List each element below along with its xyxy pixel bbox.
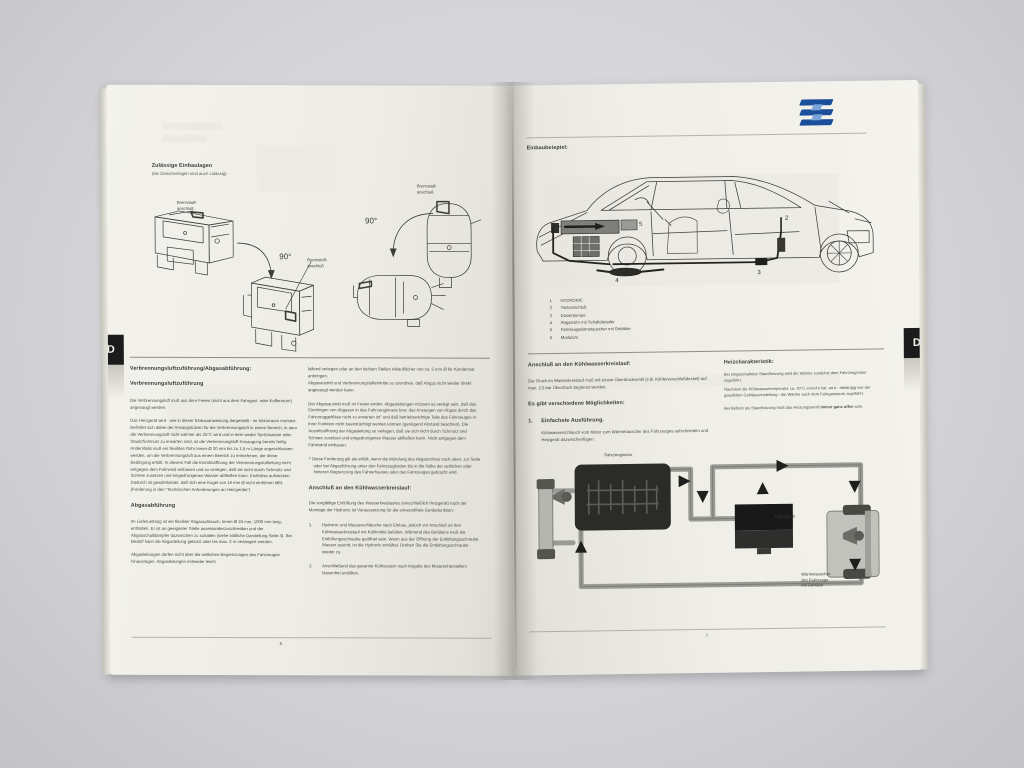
col2-para-1: fallend verlegen oder an den tiefsten St… [307, 366, 475, 379]
svg-text:3: 3 [757, 270, 761, 276]
svg-text:1: 1 [587, 252, 591, 258]
col2-item-2-text: Anschließend das gesamte Kühlsystem nach… [322, 563, 467, 576]
figure-subtitle: (die Zwischenlagen sind auch zulässig) [151, 170, 227, 177]
legend-row: 6 Moduluhr [550, 333, 631, 341]
col1-heading-3: Abgasabführung [130, 502, 176, 509]
vehicle-installation-drawing: 5 2 3 4 1 [529, 160, 880, 295]
fuel-connection-label-2: Brennstoff-anschluß [307, 257, 328, 268]
svg-text:2: 2 [785, 216, 789, 222]
col2-para-4: Die sorgfältige Entlüftung des Wasserkre… [308, 500, 467, 513]
col1-para-2: Das Heizgerät wird - wie in dieser Einba… [130, 418, 297, 493]
col2-para-3: Der Abgasaustritt muß im Freien enden. A… [308, 400, 477, 448]
eberspaecher-logo [799, 99, 834, 129]
fuel-connection-label-3: Brennstoff-anschluß [416, 183, 437, 195]
hydronic-b-label: Hydronic B [774, 513, 795, 519]
col2-item-2-num: 2. [309, 563, 313, 569]
col2-heading-1: Anschluß an den Kühlwasserkreislauf: [308, 485, 412, 492]
page-number-left: 6 [279, 641, 283, 647]
coolant-circuit-schematic [530, 452, 883, 607]
index-tab-d-left[interactable]: D [106, 334, 124, 365]
legend-label: Moduluhr [560, 334, 579, 340]
heating-characteristics-box: Heizcharakteristik: Bei eingeschalteter … [724, 357, 884, 411]
sidebar-para-2: Nachdem die Kühlwassertemperatur ca. 30°… [724, 384, 871, 399]
heater-orientation-drawing: 90° [133, 181, 486, 372]
install-example-caption: Einbaubeispiel: [526, 144, 568, 152]
coolant-para-1: Der Druck im Wasserkreislauf muß mit ein… [527, 375, 707, 391]
col2-footnote: ¹⁾ Diese Forderung gilt als erfüllt, wen… [308, 455, 481, 476]
option-1-title: Einfachste Ausführung. [541, 417, 605, 425]
svg-text:90°: 90° [365, 216, 377, 225]
col2-item-1-text: Hydronic und Wasserschläuche nach Einbau… [321, 522, 479, 555]
options-heading: Es gibt verschiedene Möglichkeiten: [528, 399, 625, 407]
sidebar-para-3-emphasis: immer ganz offen [820, 403, 854, 409]
sidebar-para-3: Bei Betrieb als Standheizung muß das Hei… [724, 403, 884, 411]
legend-label: Fahrzeugwärmetauscher mit Gebläse [560, 326, 631, 333]
col1-para-4: Abgasleitungen dürfen nicht über die sei… [131, 552, 280, 565]
sidebar-para-3-c: sein. [853, 403, 864, 409]
col2-para-2: Abgasaustritt und Verbrennungslufteintri… [308, 379, 472, 392]
page-number-right: 7 [705, 632, 709, 638]
fuel-connection-label-1: Brennstoff-anschluß [176, 199, 197, 211]
col2-item-1-num: 1. [308, 522, 313, 528]
col1-para-3: Im Lieferumfang ist ein flexibler Abgass… [130, 518, 292, 545]
svg-text:5: 5 [639, 222, 643, 228]
sidebar-heading: Heizcharakteristik: [723, 358, 774, 366]
col1-heading-2: Verbrennungsluftzuführung [130, 380, 204, 387]
right-page: Einbaubeispiel: [510, 79, 922, 676]
svg-text:4: 4 [615, 278, 619, 284]
svg-text:90°: 90° [279, 252, 291, 261]
coolant-heading: Anschluß an den Kühlwasserkreislauf: [527, 360, 631, 369]
option-1-text: Kühlwasserschlauch vom Motor zum Wärmeta… [541, 428, 709, 443]
open-booklet: Zulässige Einbaulagen (die Zwischenlagen… [99, 79, 929, 681]
sidebar-para-3-a: Bei Betrieb als Standheizung muß das Hei… [724, 403, 821, 411]
engine-label: Fahrzeugmotor [604, 451, 633, 458]
option-1-num: 1. [528, 418, 533, 425]
col1-heading-1: Verbrennungsluftzuführung/Abgasabführung… [129, 365, 252, 373]
sidebar-para-1: Bei eingeschalteter Standheizung wird di… [723, 369, 867, 383]
col1-para-1: Die Verbrennungsluft muß aus dem Freien … [130, 397, 292, 410]
legend-num: 6 [549, 334, 553, 340]
left-page: Zulässige Einbaulagen (die Zwischenlagen… [106, 84, 514, 676]
